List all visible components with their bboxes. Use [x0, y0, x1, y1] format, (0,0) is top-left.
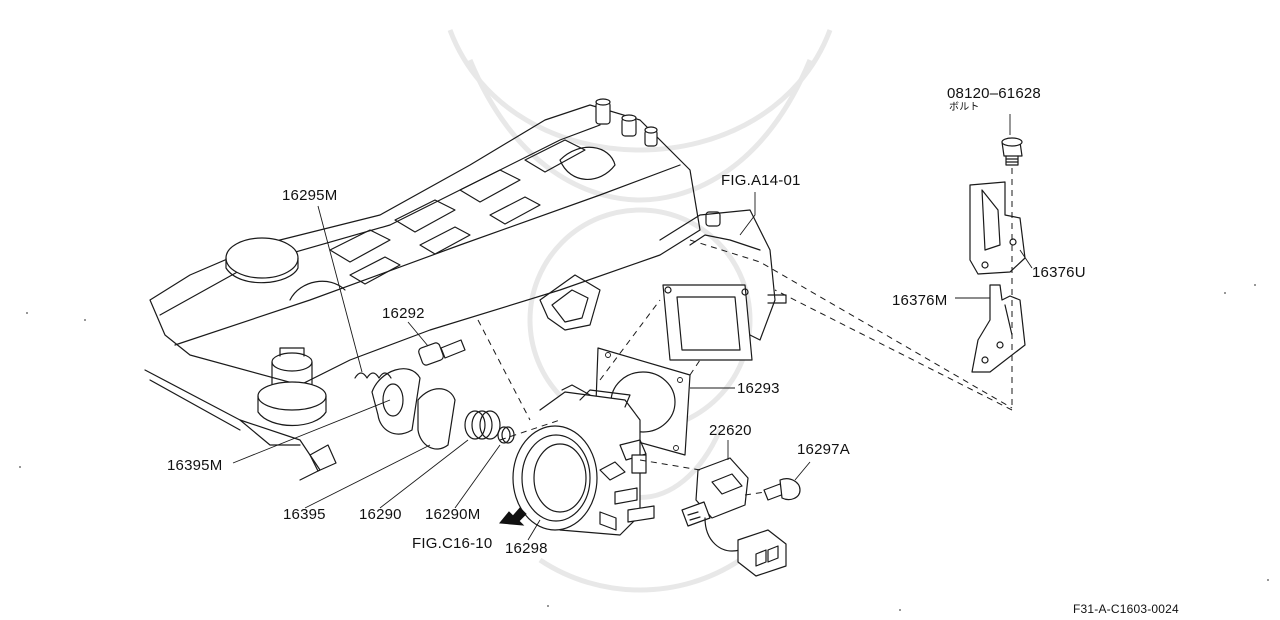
part-number-16298: 16298 [505, 540, 548, 557]
part-number-16290M: 16290M [425, 506, 481, 523]
throttle-body-16298 [512, 384, 655, 536]
part-number-16297A: 16297A [797, 441, 850, 458]
part-number-16292: 16292 [382, 305, 425, 322]
assembly-lines [477, 168, 1013, 496]
part-number-16376M: 16376M [892, 292, 948, 309]
bracket-16376U [969, 181, 1026, 275]
bolt-japanese-label: ボルト [949, 102, 980, 113]
bracket-16376M [971, 284, 1026, 373]
fig-ref-a14-01[interactable]: FIG.A14-01 [721, 172, 801, 189]
part-number-22620: 22620 [709, 422, 752, 439]
bolt-16297A [763, 478, 801, 501]
part-number-16295M: 16295M [282, 187, 338, 204]
sensor-22620 [681, 457, 787, 577]
scan-specks [19, 284, 1269, 611]
part-number-16376U: 16376U [1032, 264, 1086, 281]
bolt-08120-61628 [1001, 137, 1023, 166]
leader-lines [232, 114, 1033, 541]
part-number-16395: 16395 [283, 506, 326, 523]
part-number-16293: 16293 [737, 380, 780, 397]
part-number-16290: 16290 [359, 506, 402, 523]
direction-arrow-icon [499, 507, 527, 526]
engine-manifold [144, 98, 787, 481]
fig-ref-c16-10[interactable]: FIG.C16-10 [412, 535, 493, 552]
part-number-08120-61628: 08120–61628 [947, 85, 1041, 102]
diagram-reference-code: F31-A-C1603-0024 [1073, 602, 1179, 616]
pressure-regulator [257, 347, 327, 427]
throttle-linkage-parts [354, 339, 515, 450]
part-number-16395M: 16395M [167, 457, 223, 474]
